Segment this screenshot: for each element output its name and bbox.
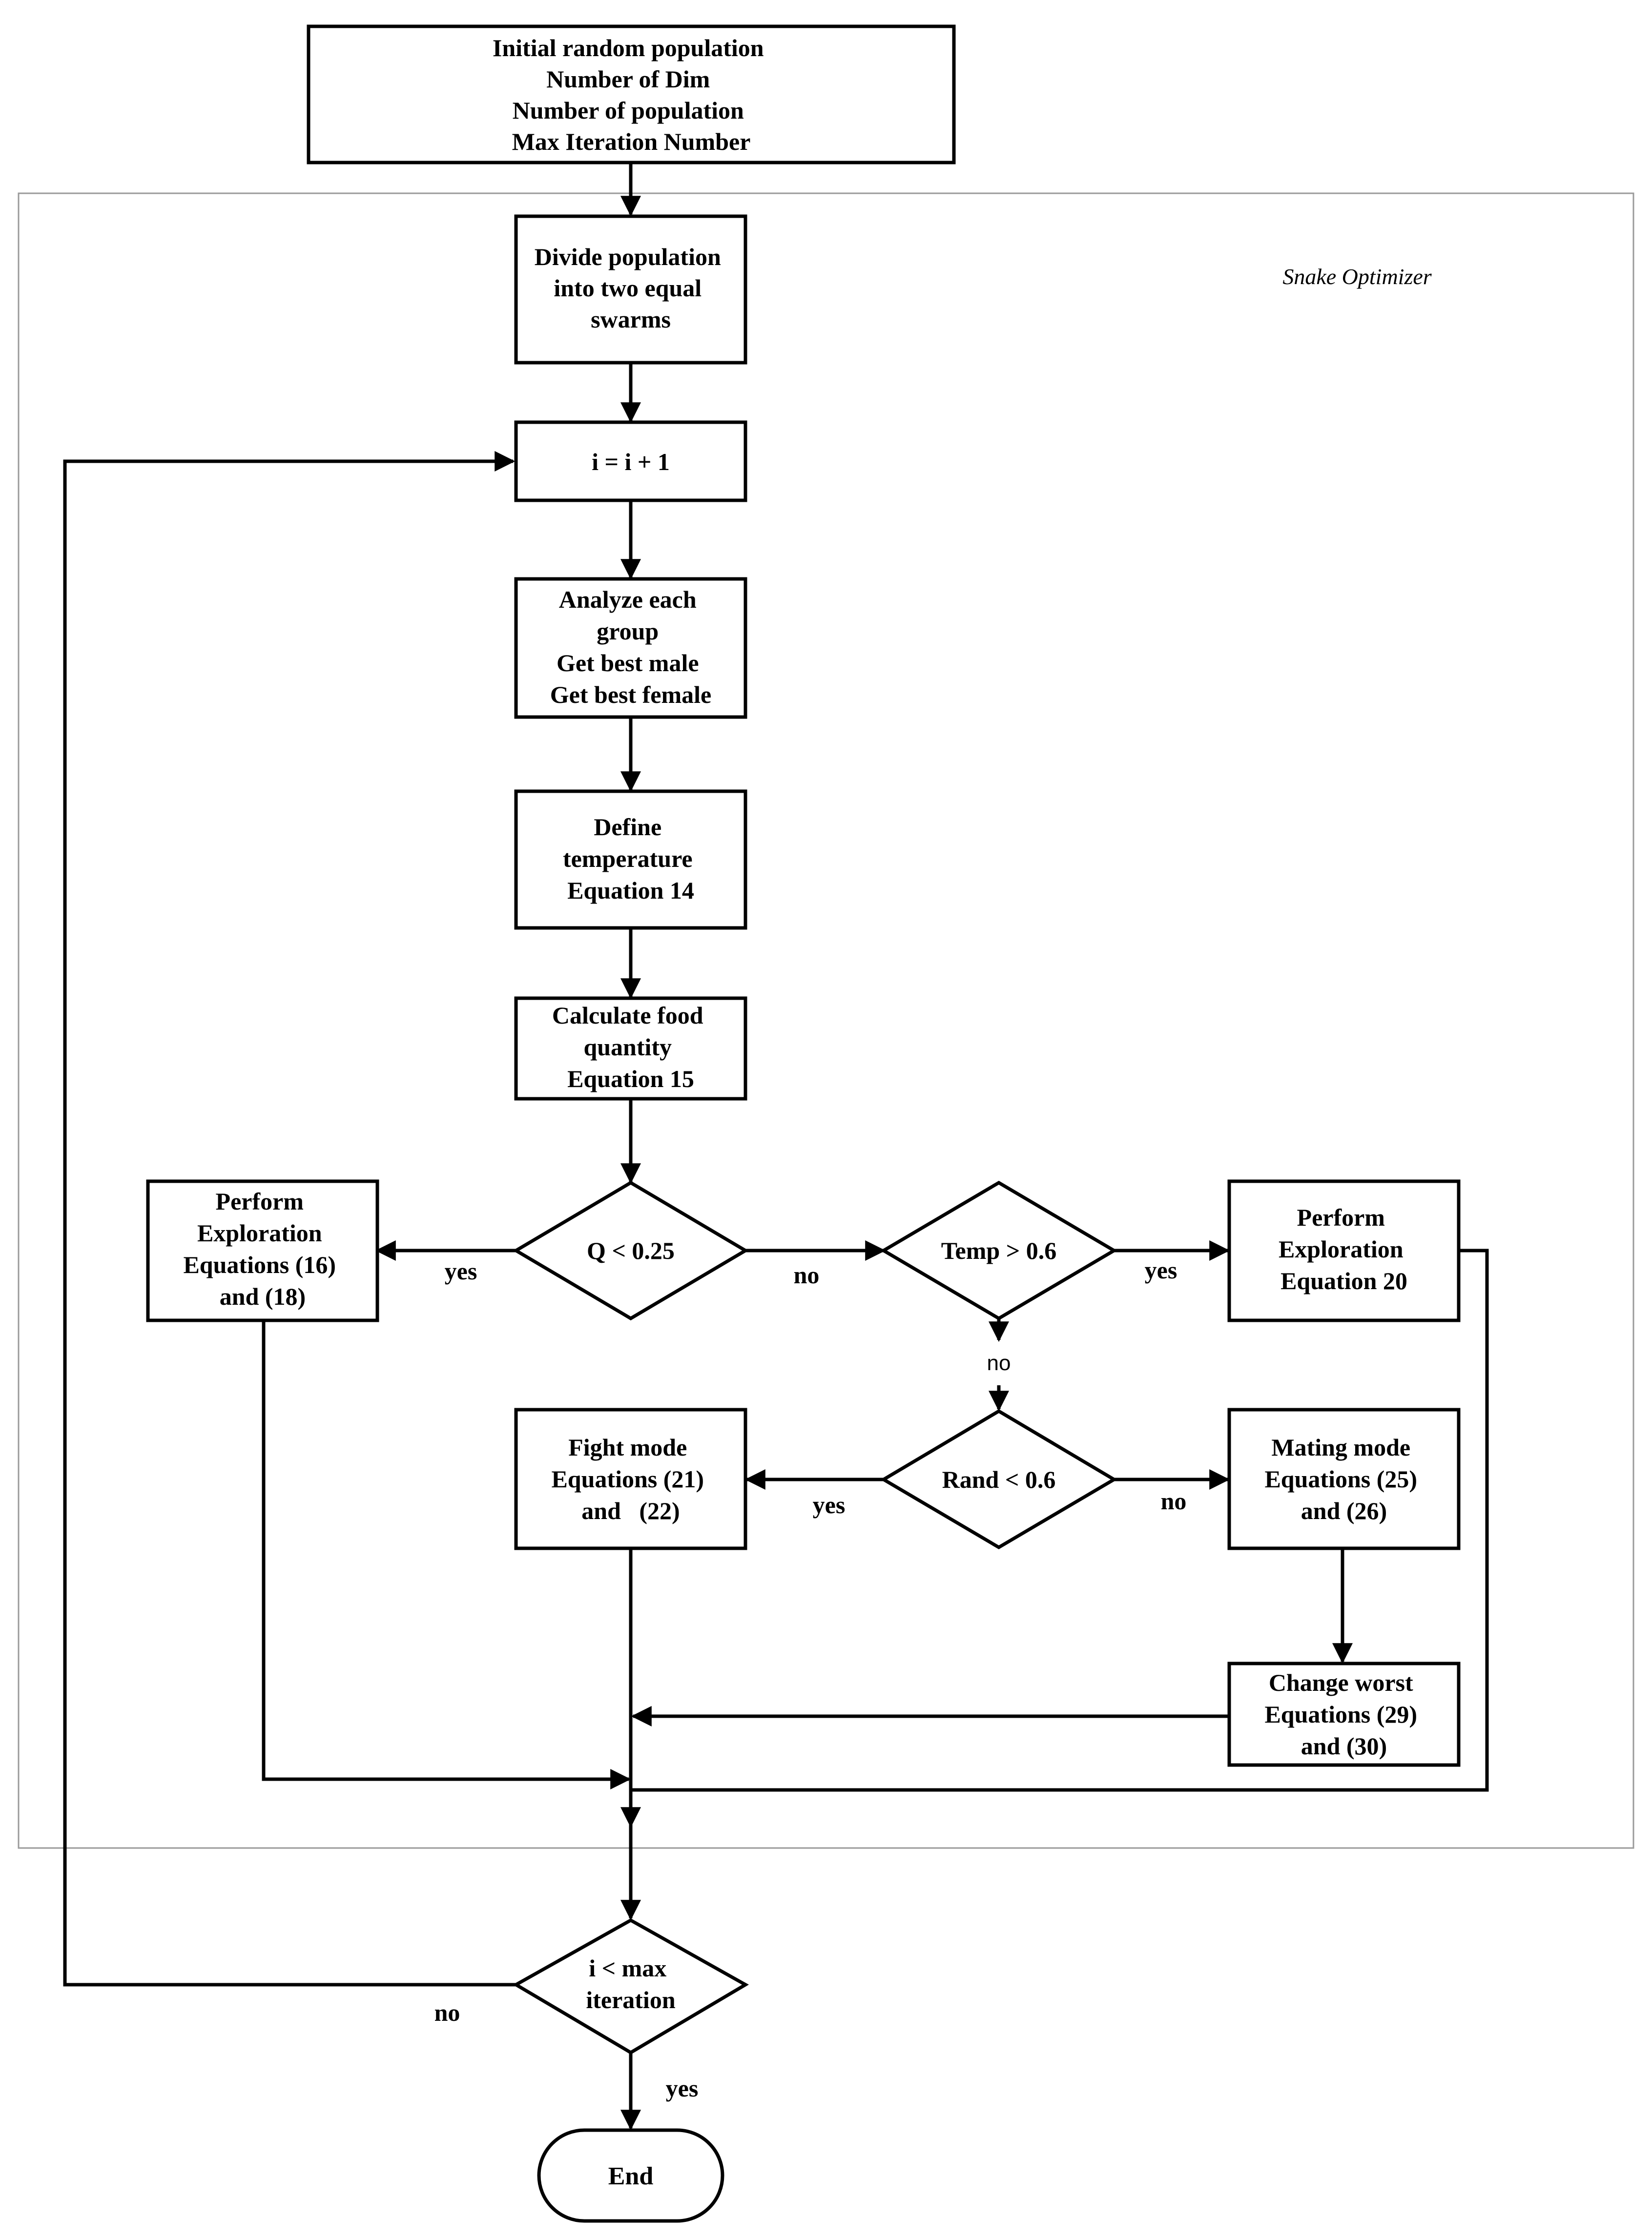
temperature-line-3: Equation 14 (567, 877, 694, 904)
explore-left-line-3: Equations (16) (183, 1251, 336, 1278)
svg-text:Rand < 0.6: Rand < 0.6 (942, 1466, 1056, 1493)
increment-line-1: i = i + 1 (592, 448, 670, 475)
temperature-line-1: Define (594, 813, 661, 841)
max-no-label: no (434, 1999, 460, 2026)
divide-line-1: Divide population (535, 243, 721, 270)
q-yes-label: yes (445, 1257, 477, 1285)
fight-node: Fight mode Equations (21) and (22) (514, 1408, 747, 1550)
explore-right-line-3: Equation 20 (1280, 1267, 1407, 1294)
food-line-1: Calculate food (552, 1002, 703, 1029)
q-check-label: Q < 0.25 (587, 1237, 675, 1264)
svg-text:Analyze each group: Analyze each group Get best male Get bes… (550, 586, 711, 708)
explore-left-line-2: Exploration (197, 1219, 322, 1247)
svg-text:Perform Exploration: Perform Exploration Equation 20 (1279, 1204, 1409, 1294)
analyze-line-1: Analyze each (559, 586, 697, 613)
divide-node: Divide population into two equal swarms (514, 214, 747, 365)
analyze-node: Analyze each group Get best male Get bes… (514, 577, 747, 719)
svg-text:Divide population into t: Divide population into two equal swarms (535, 243, 727, 333)
init-node: Initial random population Number of Dim … (307, 24, 956, 164)
svg-text:i < max iteration: i < max iteration (586, 1954, 675, 2013)
increment-node: i = i + 1 (514, 420, 747, 502)
svg-text:End: End (608, 2162, 654, 2190)
temp-check-label: Temp > 0.6 (941, 1237, 1056, 1264)
snake-optimizer-group-label: Snake Optimizer (1282, 264, 1432, 289)
rand-check-label: Rand < 0.6 (942, 1466, 1056, 1493)
mating-line-2: Equations (25) (1264, 1465, 1417, 1493)
init-line-1: Initial random population (493, 34, 764, 62)
edge-explore-right-to-merge (631, 1249, 1489, 1792)
analyze-line-4: Get best female (550, 681, 711, 708)
max-check-line-1: i < max (589, 1954, 666, 1982)
explore-left-line-4: and (18) (220, 1283, 306, 1310)
q-check-decision: Q < 0.25 (513, 1180, 749, 1321)
max-yes-label: yes (666, 2075, 699, 2102)
init-line-3: Number of population (513, 97, 744, 124)
svg-text:Temp > 0.6: Temp > 0.6 (941, 1237, 1056, 1264)
divide-line-3: swarms (591, 306, 671, 333)
food-line-2: quantity (583, 1033, 672, 1061)
fight-line-2: Equations (21) (551, 1465, 704, 1493)
max-check-line-2: iteration (586, 1986, 675, 2013)
explore-left-line-1: Perform (216, 1188, 304, 1215)
temperature-line-2: temperature (563, 845, 693, 872)
svg-text:Define temperature: Define temperature Equation 14 (563, 813, 699, 904)
svg-text:Change worst Equations (: Change worst Equations (29) and (30) (1264, 1669, 1423, 1760)
change-worst-line-2: Equations (29) (1264, 1701, 1417, 1728)
fight-line-3: and (22) (581, 1497, 680, 1524)
rand-yes-label: yes (813, 1491, 846, 1519)
divide-line-2: into two equal (554, 274, 702, 302)
max-check-decision: i < max iteration (512, 1918, 749, 2055)
change-worst-line-1: Change worst (1269, 1669, 1413, 1696)
edge-max-check-loop-back (63, 451, 516, 1987)
temp-yes-label: yes (1145, 1256, 1177, 1284)
q-no-label: no (794, 1261, 820, 1289)
svg-text:Mating mode Equations (2: Mating mode Equations (25) and (26) (1264, 1434, 1423, 1524)
svg-text:Fight mode Equations (21: Fight mode Equations (21) and (22) (551, 1434, 710, 1524)
snake-optimizer-group-frame (18, 192, 1634, 1849)
mating-node: Mating mode Equations (25) and (26) (1227, 1408, 1461, 1550)
explore-left-node: Perform Exploration Equations (16) and (… (146, 1179, 379, 1322)
init-line-2: Number of Dim (546, 65, 710, 93)
fight-line-1: Fight mode (568, 1434, 687, 1461)
explore-right-line-2: Exploration (1279, 1235, 1404, 1263)
analyze-line-2: group (597, 617, 659, 645)
temperature-node: Define temperature Equation 14 (514, 789, 747, 930)
connectors (63, 163, 1489, 2131)
svg-text:Initial random population: Initial random population Number of Dim … (493, 34, 770, 155)
end-terminal: End (537, 2128, 724, 2223)
rand-no-label: no (1161, 1487, 1187, 1515)
change-worst-line-3: and (30) (1301, 1732, 1387, 1760)
food-line-3: Equation 15 (567, 1065, 694, 1092)
temp-check-decision: Temp > 0.6 (880, 1180, 1117, 1321)
edge-explore-left-to-merge (262, 1320, 631, 1789)
svg-text:Q < 0.25: Q < 0.25 (587, 1237, 675, 1264)
food-node: Calculate food quantity Equation 15 (514, 996, 747, 1101)
svg-text:Perform Exploration: Perform Exploration Equations (16) and (… (183, 1188, 342, 1310)
explore-right-node: Perform Exploration Equation 20 (1227, 1179, 1461, 1322)
svg-text:i = i + 1: i = i + 1 (592, 448, 670, 475)
init-line-4: Max Iteration Number (512, 128, 751, 155)
explore-right-line-1: Perform (1297, 1204, 1385, 1231)
edge-labels: yes no yes no yes no no yes (434, 1256, 1187, 2102)
change-worst-node: Change worst Equations (29) and (30) (1227, 1662, 1461, 1767)
rand-check-decision: Rand < 0.6 (880, 1409, 1117, 1550)
mating-line-1: Mating mode (1271, 1434, 1410, 1461)
analyze-line-3: Get best male (557, 649, 699, 677)
end-label: End (608, 2162, 654, 2190)
temp-no-label: no (987, 1351, 1011, 1375)
mating-line-3: and (26) (1301, 1497, 1387, 1524)
svg-text:Calculate food quantity: Calculate food quantity Equation 15 (552, 1002, 709, 1092)
